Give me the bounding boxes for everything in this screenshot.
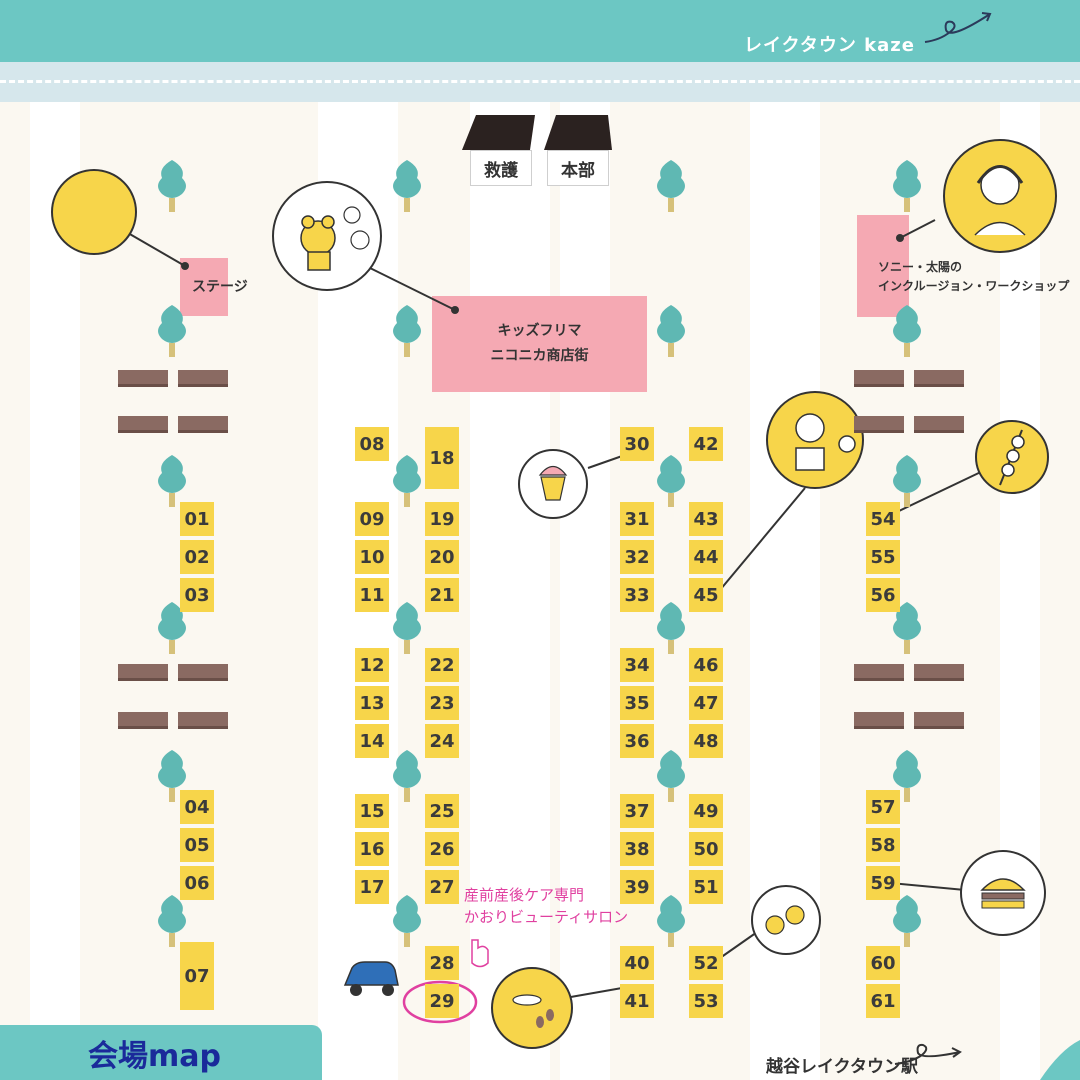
road-center-line [0,80,1080,83]
stall-36[interactable]: 36 [620,724,654,758]
stall-57[interactable]: 57 [866,790,900,824]
stall-58[interactable]: 58 [866,828,900,862]
bench [854,416,904,433]
kids-flea-market-zone: キッズフリマ ニコニカ商店街 [432,296,647,392]
bench [854,712,904,729]
salon-annotation: 産前産後ケア専門 かおりビューティサロン [464,884,628,928]
stall-28[interactable]: 28 [425,946,459,980]
bench [854,664,904,681]
stage-label: ステージ [192,279,248,295]
stall-24[interactable]: 24 [425,724,459,758]
stall-10[interactable]: 10 [355,540,389,574]
stall-17[interactable]: 17 [355,870,389,904]
stall-56[interactable]: 56 [866,578,900,612]
stall-12[interactable]: 12 [355,648,389,682]
stall-42[interactable]: 42 [689,427,723,461]
bench [914,712,964,729]
stall-21[interactable]: 21 [425,578,459,612]
stall-02[interactable]: 02 [180,540,214,574]
stall-19[interactable]: 19 [425,502,459,536]
bench [118,416,168,433]
map-label: 会場map [0,1025,322,1080]
stall-54[interactable]: 54 [866,502,900,536]
stall-39[interactable]: 39 [620,870,654,904]
stall-22[interactable]: 22 [425,648,459,682]
stall-04[interactable]: 04 [180,790,214,824]
nikonika-shopping-street-label: ニコニカ商店街 [490,348,589,364]
stall-47[interactable]: 47 [689,686,723,720]
bench [118,712,168,729]
stall-33[interactable]: 33 [620,578,654,612]
stall-41[interactable]: 41 [620,984,654,1018]
stall-50[interactable]: 50 [689,832,723,866]
stall-51[interactable]: 51 [689,870,723,904]
stall-30[interactable]: 30 [620,427,654,461]
stall-14[interactable]: 14 [355,724,389,758]
bench [914,370,964,387]
stall-60[interactable]: 60 [866,946,900,980]
stall-35[interactable]: 35 [620,686,654,720]
walkway-strip [30,102,80,1080]
stall-11[interactable]: 11 [355,578,389,612]
stall-53[interactable]: 53 [689,984,723,1018]
bench [118,664,168,681]
bench [118,370,168,387]
stall-26[interactable]: 26 [425,832,459,866]
stall-13[interactable]: 13 [355,686,389,720]
rescue-tent: 救護 [470,150,532,186]
stall-31[interactable]: 31 [620,502,654,536]
stall-49[interactable]: 49 [689,794,723,828]
stall-46[interactable]: 46 [689,648,723,682]
stall-01[interactable]: 01 [180,502,214,536]
bench [178,712,228,729]
stall-20[interactable]: 20 [425,540,459,574]
stall-40[interactable]: 40 [620,946,654,980]
headquarters-tent: 本部 [547,150,609,186]
brand-title: レイクタウン kaze [744,35,915,56]
stall-37[interactable]: 37 [620,794,654,828]
stall-25[interactable]: 25 [425,794,459,828]
stall-23[interactable]: 23 [425,686,459,720]
bench [178,370,228,387]
bench [914,664,964,681]
stall-07[interactable]: 07 [180,942,214,1010]
stall-44[interactable]: 44 [689,540,723,574]
stall-05[interactable]: 05 [180,828,214,862]
sony-workshop-label: ソニー・太陽の インクルージョン・ワークショップ [878,260,1070,294]
stall-27[interactable]: 27 [425,870,459,904]
stall-18[interactable]: 18 [425,427,459,489]
station-label: 越谷レイクタウン駅 [766,1057,918,1077]
bench [178,664,228,681]
stall-59[interactable]: 59 [866,866,900,900]
stall-08[interactable]: 08 [355,427,389,461]
stall-48[interactable]: 48 [689,724,723,758]
bench [178,416,228,433]
stall-38[interactable]: 38 [620,832,654,866]
stall-09[interactable]: 09 [355,502,389,536]
walkway-strip [560,102,610,1080]
walkway-strip [470,102,550,1080]
stall-32[interactable]: 32 [620,540,654,574]
stall-61[interactable]: 61 [866,984,900,1018]
salon-annotation-line2: かおりビューティサロン [464,908,629,926]
stall-29[interactable]: 29 [425,984,459,1018]
stall-34[interactable]: 34 [620,648,654,682]
bench [914,416,964,433]
stall-45[interactable]: 45 [689,578,723,612]
stall-16[interactable]: 16 [355,832,389,866]
stall-55[interactable]: 55 [866,540,900,574]
salon-annotation-line1: 産前産後ケア専門 [464,886,585,904]
stall-52[interactable]: 52 [689,946,723,980]
sony-workshop-zone [857,215,909,317]
kids-flea-market-label: キッズフリマ [497,322,582,339]
stall-15[interactable]: 15 [355,794,389,828]
stall-06[interactable]: 06 [180,866,214,900]
bench [854,370,904,387]
stall-43[interactable]: 43 [689,502,723,536]
top-banner [0,0,1080,62]
stall-03[interactable]: 03 [180,578,214,612]
